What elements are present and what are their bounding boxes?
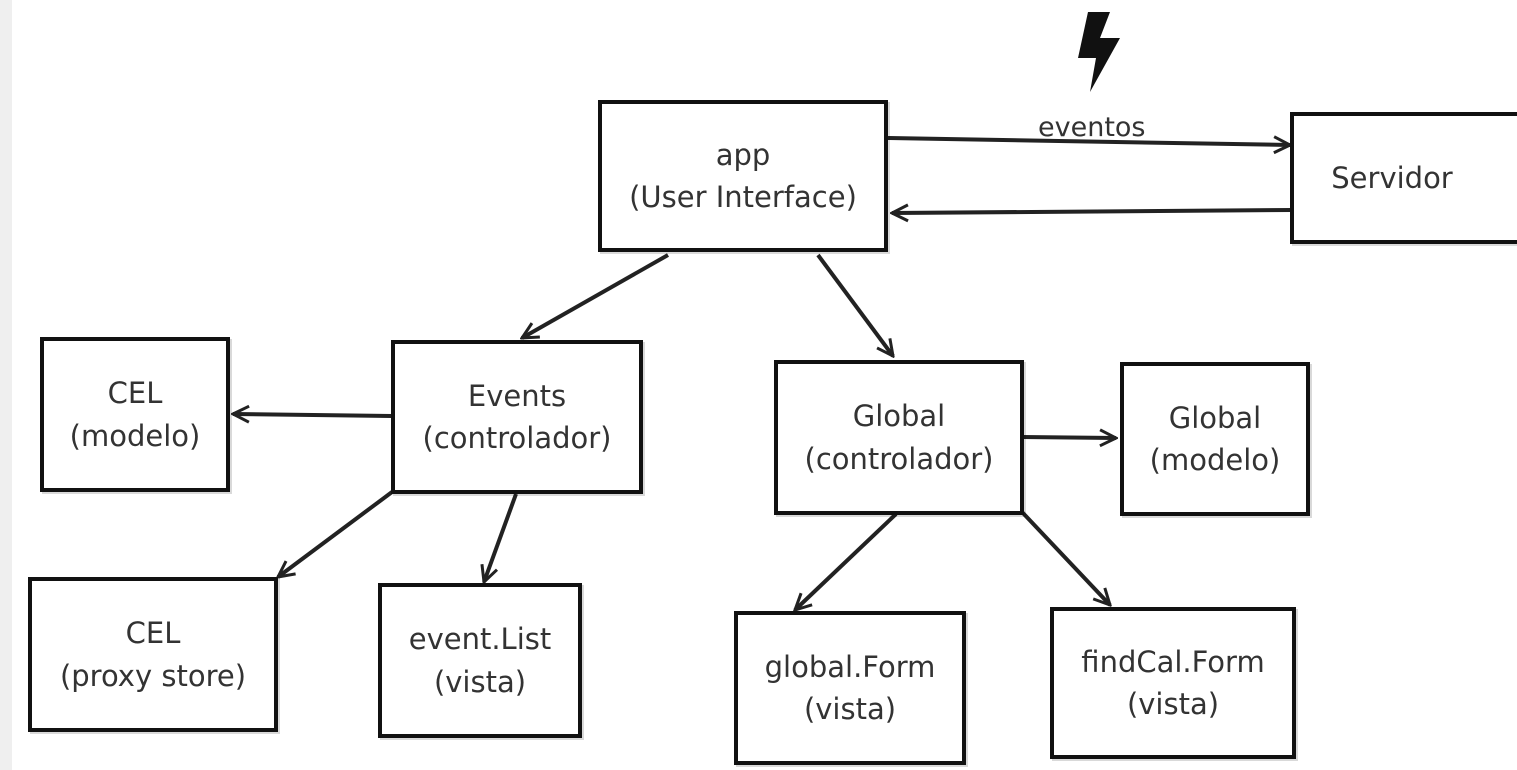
events-node-title: Events	[467, 378, 567, 413]
global-modelo-node: Global (modelo)	[1120, 362, 1310, 516]
cel-modelo-title: CEL	[107, 376, 163, 411]
global-modelo-subtitle: (modelo)	[1149, 443, 1281, 477]
global-form-subtitle: (vista)	[803, 692, 897, 726]
lightning-bolt-icon	[1078, 12, 1120, 92]
cel-proxy-subtitle: (proxy store)	[59, 658, 247, 693]
findcal-form-node: findCal.Form (vista)	[1050, 607, 1296, 759]
event-list-subtitle: (vista)	[433, 664, 527, 699]
global-modelo-title: Global	[1168, 400, 1262, 435]
servidor-node: Servidor	[1290, 112, 1517, 244]
app-node-title: app	[715, 137, 771, 172]
event-list-title: event.List	[408, 622, 552, 657]
cel-proxy-store-node: CEL (proxy store)	[28, 577, 278, 732]
edge-global-controlador-to-global-modelo	[1021, 437, 1116, 438]
findcal-form-title: findCal.Form	[1081, 644, 1265, 679]
edge-events-to-cel-proxy	[278, 490, 394, 577]
page-left-edge	[0, 0, 12, 770]
edge-servidor-to-app	[892, 210, 1293, 213]
global-form-node: global.Form (vista)	[734, 611, 966, 765]
app-node-subtitle: (User Interface)	[629, 180, 857, 214]
edge-app-to-servidor	[887, 138, 1290, 145]
edge-global-controlador-to-global-form	[795, 512, 898, 610]
global-controlador-title: Global	[852, 399, 946, 434]
edge-events-to-cel-modelo	[233, 414, 393, 416]
edge-global-controlador-to-findcal-form	[1020, 510, 1110, 605]
cel-proxy-title: CEL	[125, 616, 181, 651]
servidor-node-title: Servidor	[1331, 160, 1453, 195]
app-node: app (User Interface)	[598, 100, 888, 252]
cel-modelo-node: CEL (modelo)	[40, 337, 230, 492]
findcal-form-subtitle: (vista)	[1126, 687, 1220, 721]
global-controlador-node: Global (controlador)	[774, 360, 1024, 515]
eventos-label: eventos	[1038, 112, 1146, 143]
cel-modelo-subtitle: (modelo)	[69, 418, 201, 453]
event-list-node: event.List (vista)	[378, 583, 582, 738]
global-controlador-subtitle: (controlador)	[804, 441, 994, 476]
edge-events-to-event-list	[484, 493, 518, 582]
edge-app-to-global-controlador	[816, 253, 893, 356]
events-controlador-node: Events (controlador)	[391, 340, 643, 494]
events-node-subtitle: (controlador)	[422, 421, 612, 455]
global-form-title: global.Form	[764, 649, 936, 684]
edge-app-to-events	[522, 253, 669, 340]
